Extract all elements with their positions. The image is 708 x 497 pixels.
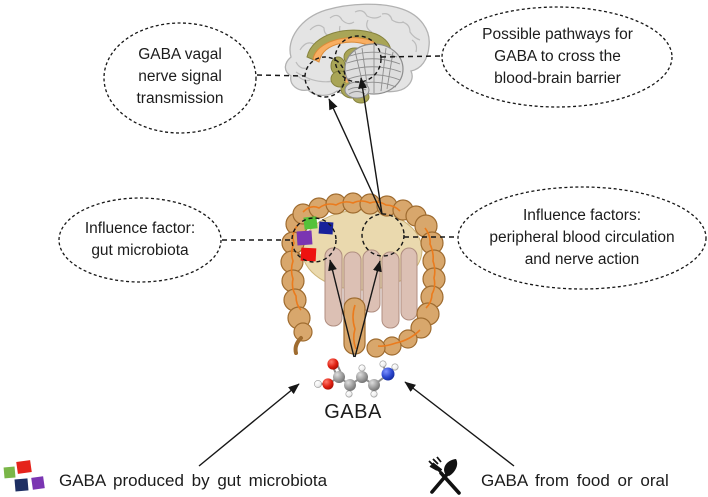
callout-ellipse-bbb (441, 6, 673, 108)
legend-food-oral-text: GABA from food or oral (481, 471, 669, 490)
dashed-connectors (222, 55, 457, 241)
brain-left-dashed-circle (304, 56, 346, 98)
brain-right-dashed-circle (334, 35, 382, 83)
carbon-atom (333, 371, 345, 383)
small-intestine (324, 247, 418, 331)
callout-bbb-label: Possible pathways for GABA to cross the … (482, 26, 633, 87)
oxygen-atom (327, 358, 339, 370)
legend-gut-microbiota-text: GABA produced by gut microbiota (59, 471, 328, 490)
gaba-molecule-illustration (314, 358, 399, 398)
callout-ellipse-microbiota (58, 197, 222, 283)
callout-vagal-label: GABA vagal nerve signal transmission (136, 46, 224, 107)
colon-illustration (280, 192, 446, 358)
arrow-microbiota-source-to-molecule (198, 383, 300, 467)
arrows (198, 77, 515, 467)
arrow-gut-to-brain-right (358, 77, 383, 215)
arrow-molecule-to-gut-left (328, 259, 355, 358)
colon-vessels (290, 200, 436, 350)
callout-peripheral-label: Influence factors: peripheral blood circ… (489, 207, 675, 268)
gut-right-dashed-circle (361, 213, 405, 257)
callout-microbiota-label: Influence factor: gut microbiota (84, 220, 196, 259)
brain-illustration (284, 3, 430, 104)
gut-left-dashed-circle (291, 217, 337, 263)
carbon-atom (344, 379, 356, 391)
connector-vagal-to-brain (256, 74, 306, 77)
callout-ellipse-vagal (103, 22, 257, 134)
nitrogen-atom (381, 367, 395, 381)
connector-brain-to-bbb (380, 55, 443, 58)
arrow-molecule-to-gut-right (354, 260, 382, 358)
molecule-atoms (314, 358, 399, 398)
arrow-gut-to-brain-left (328, 98, 383, 215)
carbon-atom (368, 379, 380, 391)
arrow-food-source-to-molecule (404, 381, 515, 467)
callout-ellipse-peripheral (457, 186, 707, 290)
oxygen-atom (322, 378, 334, 390)
microbiota-squares-icon (3, 460, 45, 492)
fork-knife-icon (428, 456, 461, 495)
callout-ellipses (58, 6, 707, 290)
gaba-molecule-label: GABA (324, 401, 382, 423)
carbon-atom (356, 371, 368, 383)
